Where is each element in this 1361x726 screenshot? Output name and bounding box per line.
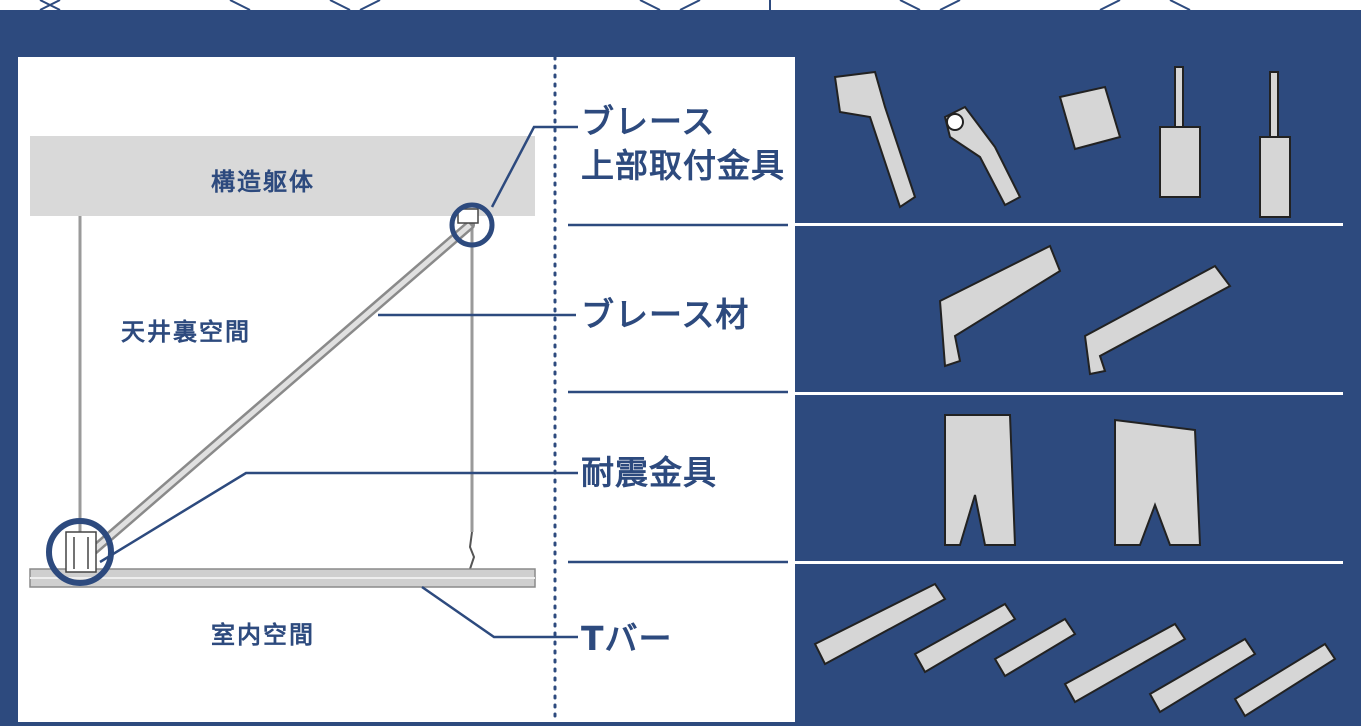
brace-upper-bracket-label-line1: ブレース [581, 102, 716, 141]
leader-line-upper-bracket [490, 125, 578, 208]
upper-bracket-highlight-circle [449, 202, 495, 248]
brace-upper-bracket-parts-photo [795, 57, 1361, 223]
structure-slab [30, 136, 535, 216]
top-decoration-band [0, 0, 1361, 10]
seismic-bracket-label: 耐震金具 [581, 453, 717, 492]
t-bar-parts-graphic [813, 582, 1337, 718]
brace-material-parts-graphic [938, 244, 1232, 376]
brace-material-parts-photo [795, 226, 1361, 392]
leader-line-seismic-bracket [99, 471, 578, 564]
seismic-bracket [65, 531, 97, 573]
upper-bracket-parts-graphic [833, 66, 1291, 218]
seismic-bracket-parts-photo [795, 395, 1361, 561]
t-bar-label: Tバー [581, 619, 673, 658]
room-space-label: 室内空間 [211, 621, 315, 649]
brace-material-label: ブレース材 [581, 295, 750, 334]
structure-label: 構造躯体 [211, 168, 315, 196]
seismic-bracket-parts-graphic [944, 414, 1202, 546]
leader-line-t-bar [421, 585, 578, 639]
upper-bracket [457, 208, 479, 224]
ceiling-space-label: 天井裏空間 [121, 318, 251, 346]
seismic-bracket-highlight-circle [46, 518, 114, 586]
ceiling-section-diagram [29, 57, 788, 722]
t-bar-parts-photo [795, 564, 1361, 722]
brace-upper-bracket-label-line2: 上部取付金具 [581, 146, 785, 185]
top-pattern-graphic [39, 0, 1191, 10]
